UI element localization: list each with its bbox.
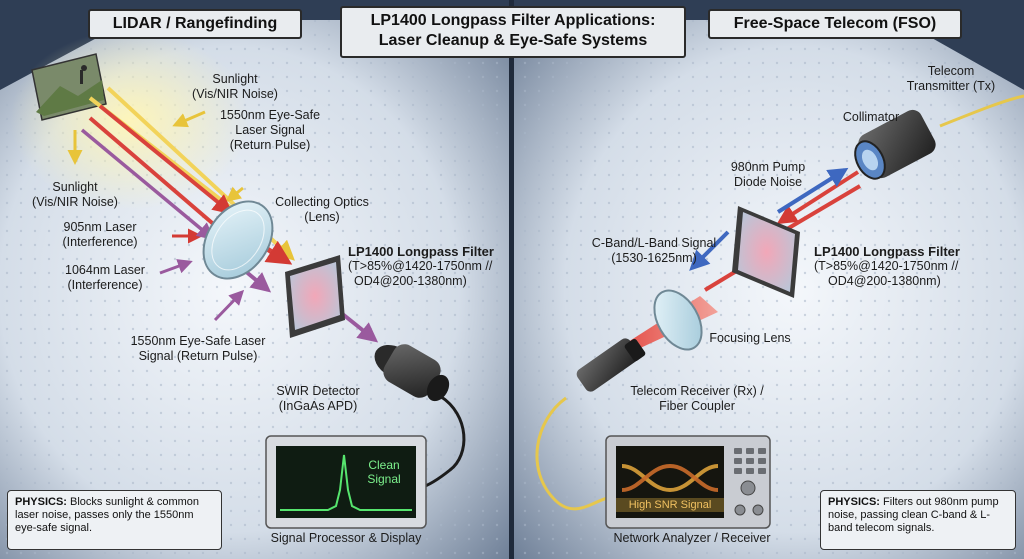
distant-target-icon <box>31 53 107 121</box>
label-collimator: Collimator <box>842 110 900 124</box>
label-sunlight-left-l2: (Vis/NIR Noise) <box>32 195 118 209</box>
label-sunlight-top-l1: Sunlight <box>212 72 258 86</box>
tx-fiber <box>939 94 1024 128</box>
physics-right-label: PHYSICS: <box>828 496 880 508</box>
label-return-pulse-top: 1550nm Eye-Safe Laser Signal (Return Pul… <box>205 108 335 153</box>
screen-text-l1: Clean <box>368 458 400 472</box>
main-title-line1: LP1400 Longpass Filter Applications: <box>370 12 656 29</box>
main-title-line2: Laser Cleanup & Eye-Safe Systems <box>378 32 648 49</box>
label-1064-l1: 1064nm Laser <box>65 263 145 277</box>
high-snr-screen-text: High SNR Signal <box>616 498 724 512</box>
label-905nm-laser: 905nm Laser (Interference) <box>40 220 160 250</box>
label-lp1400-filter-right: LP1400 Longpass Filter (T>85%@1420-1750n… <box>814 244 989 289</box>
label-detector-l2: (InGaAs APD) <box>278 399 358 413</box>
physics-note-left: PHYSICS: Blocks sunlight & common laser … <box>7 490 222 550</box>
label-tx-l1: Telecom <box>927 64 975 78</box>
right-panel-title: Free-Space Telecom (FSO) <box>708 9 962 39</box>
label-sunlight-left: Sunlight (Vis/NIR Noise) <box>20 180 130 210</box>
lp1400-filter-right-icon <box>732 206 800 298</box>
label-return-top-l1: 1550nm Eye-Safe <box>219 108 321 122</box>
label-network-analyzer: Network Analyzer / Receiver <box>613 531 771 545</box>
main-title: LP1400 Longpass Filter Applications: Las… <box>340 6 686 58</box>
focusing-lens-icon <box>653 289 703 351</box>
filter-left-spec-l2: OD4@200-1380nm) <box>354 274 467 288</box>
filter-left-spec-l1: (T>85%@1420-1750nm // <box>348 259 493 273</box>
label-collecting-optics: Collecting Optics (Lens) <box>262 195 382 225</box>
physics-left-text: Blocks sunlight & common laser noise, pa… <box>15 496 200 534</box>
telecom-beams <box>689 167 862 292</box>
label-905-l2: (Interference) <box>62 235 138 249</box>
label-sunlight-left-l1: Sunlight <box>52 180 98 194</box>
label-pump-l1: 980nm Pump <box>730 160 806 174</box>
label-detector-l1: SWIR Detector <box>276 384 360 398</box>
fiber-coupler-icon <box>576 338 646 392</box>
label-tx-l2: Transmitter (Tx) <box>906 79 996 93</box>
collecting-lens-icon <box>202 200 274 280</box>
clean-signal-screen-text: Clean Signal <box>354 458 414 486</box>
label-1064-l2: (Interference) <box>67 278 143 292</box>
label-return-top-l2: Laser Signal <box>235 123 305 137</box>
lp1400-filter-left-icon <box>285 255 345 338</box>
label-1064nm-laser: 1064nm Laser (Interference) <box>50 263 160 293</box>
rx-fiber <box>535 396 609 511</box>
filter-right-spec-l1: (T>85%@1420-1750nm // <box>814 259 959 273</box>
label-pump-l2: Diode Noise <box>733 175 803 189</box>
label-focusing-lens: Focusing Lens <box>709 331 791 345</box>
label-905-l1: 905nm Laser <box>63 220 137 234</box>
label-telecom-transmitter: Telecom Transmitter (Tx) <box>896 64 1006 94</box>
label-signal-processor: Signal Processor & Display <box>270 531 422 545</box>
filter-right-spec-l2: OD4@200-1380nm) <box>828 274 941 288</box>
physics-note-right: PHYSICS: Filters out 980nm pump noise, p… <box>820 490 1016 550</box>
label-rx-l2: Fiber Coupler <box>659 399 735 413</box>
detector-cable <box>419 394 466 490</box>
label-optics-l2: (Lens) <box>304 210 340 224</box>
panel-divider <box>509 0 514 559</box>
label-band-l1: C-Band/L-Band Signal <box>591 236 717 250</box>
filter-left-name: LP1400 Longpass Filter <box>348 244 494 259</box>
label-c-l-band-signal: C-Band/L-Band Signal (1530-1625nm) <box>584 236 724 266</box>
label-swir-detector: SWIR Detector (InGaAs APD) <box>258 384 378 414</box>
collimator-icon <box>854 109 936 180</box>
label-return-top-l3: (Return Pulse) <box>229 138 311 152</box>
label-optics-l1: Collecting Optics <box>275 195 369 209</box>
filter-right-name: LP1400 Longpass Filter <box>814 244 960 259</box>
label-980nm-pump: 980nm Pump Diode Noise <box>718 160 818 190</box>
label-telecom-receiver: Telecom Receiver (Rx) / Fiber Coupler <box>612 384 782 414</box>
screen-text-l2: Signal <box>367 472 401 486</box>
label-rx-l1: Telecom Receiver (Rx) / <box>630 384 764 398</box>
physics-left-label: PHYSICS: <box>15 496 67 508</box>
physics-right-text: Filters out 980nm pump noise, passing cl… <box>828 496 999 534</box>
label-band-l2: (1530-1625nm) <box>611 251 697 265</box>
left-panel-title: LIDAR / Rangefinding <box>88 9 302 39</box>
label-return-bottom-l1: 1550nm Eye-Safe Laser <box>130 334 266 348</box>
swir-detector-icon <box>374 344 450 402</box>
label-return-bottom-l2: Signal (Return Pulse) <box>138 349 258 363</box>
label-lp1400-filter-left: LP1400 Longpass Filter (T>85%@1420-1750n… <box>348 244 508 289</box>
label-sunlight-top-l2: (Vis/NIR Noise) <box>192 87 278 101</box>
label-sunlight-top: Sunlight (Vis/NIR Noise) <box>180 72 290 102</box>
signal-display-monitor <box>265 435 427 529</box>
network-analyzer-device <box>605 435 771 529</box>
label-return-pulse-bottom: 1550nm Eye-Safe Laser Signal (Return Pul… <box>118 334 278 364</box>
